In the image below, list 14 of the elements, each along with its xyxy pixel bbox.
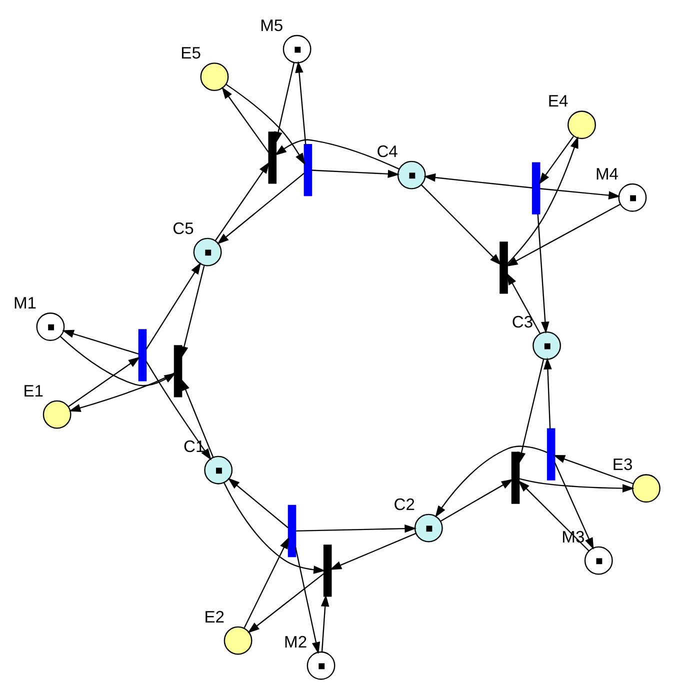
node-label: M5: [260, 16, 284, 36]
node-label: E4: [548, 92, 568, 111]
node-label: C5: [172, 218, 194, 238]
node-label: C4: [376, 142, 398, 161]
node-label: C1: [183, 436, 205, 456]
node-label: C2: [394, 494, 415, 514]
node-label: E2: [204, 607, 224, 626]
node-label: E3: [612, 455, 633, 474]
node-label: E1: [23, 381, 44, 400]
node-label: M4: [595, 164, 618, 184]
node-label: C3: [512, 312, 534, 332]
node-label: M1: [13, 294, 36, 313]
node-label: E5: [180, 44, 201, 63]
node-label: M2: [284, 632, 308, 652]
